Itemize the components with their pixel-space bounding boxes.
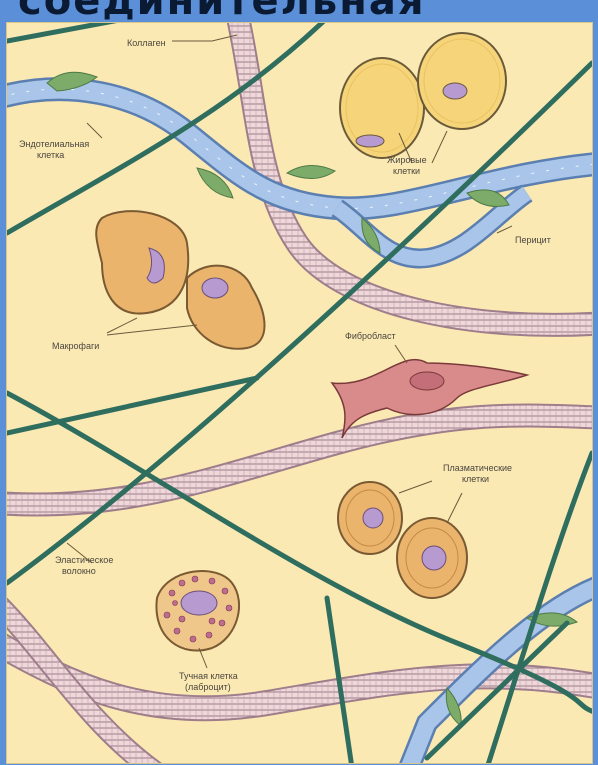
fat-cell	[418, 33, 506, 129]
label-fibroblast: Фибробласт	[345, 331, 396, 341]
label-mast-cell-line1: Тучная клетка	[179, 671, 238, 681]
slide-title: соединительная	[18, 0, 426, 24]
macrophage-nucleus	[202, 278, 228, 298]
macrophage	[187, 266, 265, 349]
label-plasma-cells-line1: Плазматические	[443, 463, 512, 473]
elastic-fiber	[7, 378, 257, 433]
connective-tissue-illustration: Коллаген Эндотелиальная клетка Жировые к…	[6, 22, 593, 764]
macrophage	[96, 211, 188, 313]
fibroblast-nucleus	[410, 372, 444, 390]
fat-cell-nucleus	[356, 135, 384, 147]
label-collagen: Коллаген	[127, 38, 166, 48]
plasma-cell-nucleus	[363, 508, 383, 528]
label-mast-cell-line2: (лаброцит)	[185, 682, 231, 692]
elastic-fiber	[7, 393, 592, 713]
fat-cells	[340, 33, 506, 163]
pericyte	[287, 165, 335, 178]
plasma-cell-nucleus	[422, 546, 446, 570]
macrophages	[96, 211, 264, 349]
label-elastic-fiber-line1: Эластическое	[55, 555, 113, 565]
label-plasma-cells-line2: клетки	[462, 474, 489, 484]
fat-cell-nucleus	[443, 83, 467, 99]
plasma-cells	[338, 481, 467, 598]
label-pericyte: Перицит	[515, 235, 551, 245]
pericyte	[467, 190, 509, 207]
label-macrophages: Макрофаги	[52, 341, 99, 351]
mast-cell-nucleus	[181, 591, 217, 615]
label-fat-cells-line2: клетки	[393, 166, 420, 176]
label-fat-cells-line1: Жировые	[387, 155, 427, 165]
illustration-canvas	[7, 23, 592, 763]
label-endothelial-line1: Эндотелиальная	[19, 139, 89, 149]
mast-cell	[156, 571, 239, 668]
label-endothelial-line2: клетка	[37, 150, 64, 160]
label-elastic-fiber-line2: волокно	[62, 566, 96, 576]
